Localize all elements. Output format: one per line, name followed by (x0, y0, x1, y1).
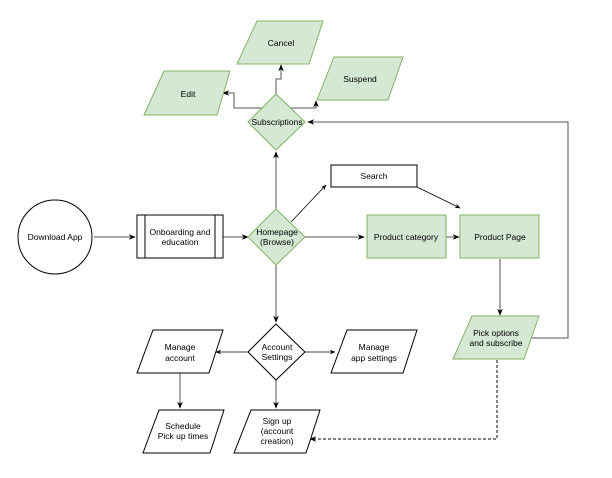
edge-pick-options-to-subscriptions (307, 119, 569, 339)
node-label: app settings (351, 353, 397, 363)
node-label: Pick options (473, 328, 519, 338)
edges (94, 64, 569, 442)
node-download-app[interactable]: Download App (17, 199, 93, 275)
node-label: Edit (181, 89, 196, 99)
node-label: Product category (374, 232, 439, 242)
edge-subscriptions-to-suspend (291, 100, 319, 109)
node-cancel[interactable]: Cancel (236, 20, 324, 65)
node-label: Settings (262, 352, 293, 362)
node-account-settings[interactable]: Account Settings (247, 323, 306, 381)
node-label: Search (361, 171, 388, 181)
node-label: creation) (260, 436, 293, 446)
node-search[interactable]: Search (330, 164, 418, 188)
node-homepage[interactable]: Homepage (Browse) (247, 208, 306, 266)
node-sign-up[interactable]: Sign up (account creation) (233, 409, 321, 454)
node-label: Subscriptions (251, 117, 302, 127)
edge-homepage-to-search (290, 184, 327, 223)
node-manage-account[interactable]: Manage account (136, 329, 224, 374)
node-label: (Browse) (260, 237, 294, 247)
node-label: Manage (359, 342, 390, 352)
node-product-category[interactable]: Product category (366, 214, 447, 259)
node-label: (account (261, 426, 294, 436)
node-label: Schedule (165, 421, 201, 431)
node-label: Cancel (268, 38, 295, 48)
node-edit[interactable]: Edit (143, 70, 231, 116)
node-onboarding[interactable]: Onboarding and education (136, 214, 224, 259)
node-label: Product Page (474, 232, 526, 242)
node-label: Onboarding and (150, 227, 211, 237)
node-manage-app-settings[interactable]: Manage app settings (330, 329, 418, 374)
node-pick-options[interactable]: Pick options and subscribe (452, 315, 540, 360)
edge-search-to-product-page (416, 186, 461, 209)
node-suspend[interactable]: Suspend (316, 56, 404, 101)
node-label: Suspend (343, 74, 377, 84)
node-label: Homepage (256, 227, 298, 237)
edge-subscriptions-to-cancel (275, 64, 284, 94)
node-subscriptions[interactable]: Subscriptions (247, 93, 306, 151)
node-schedule-pickup[interactable]: Schedule Pick up times (142, 409, 225, 454)
node-label: Account (262, 342, 293, 352)
node-label: account (165, 353, 195, 363)
node-label: education (162, 237, 199, 247)
node-label: and subscribe (470, 338, 523, 348)
node-label: Pick up times (158, 431, 209, 441)
node-label: Manage (165, 342, 196, 352)
edge-pick-options-to-sign-up (309, 360, 498, 442)
node-product-page[interactable]: Product Page (459, 214, 540, 259)
node-label: Download App (28, 232, 83, 242)
node-label: Sign up (263, 416, 292, 426)
edge-subscriptions-to-edit (222, 90, 262, 109)
